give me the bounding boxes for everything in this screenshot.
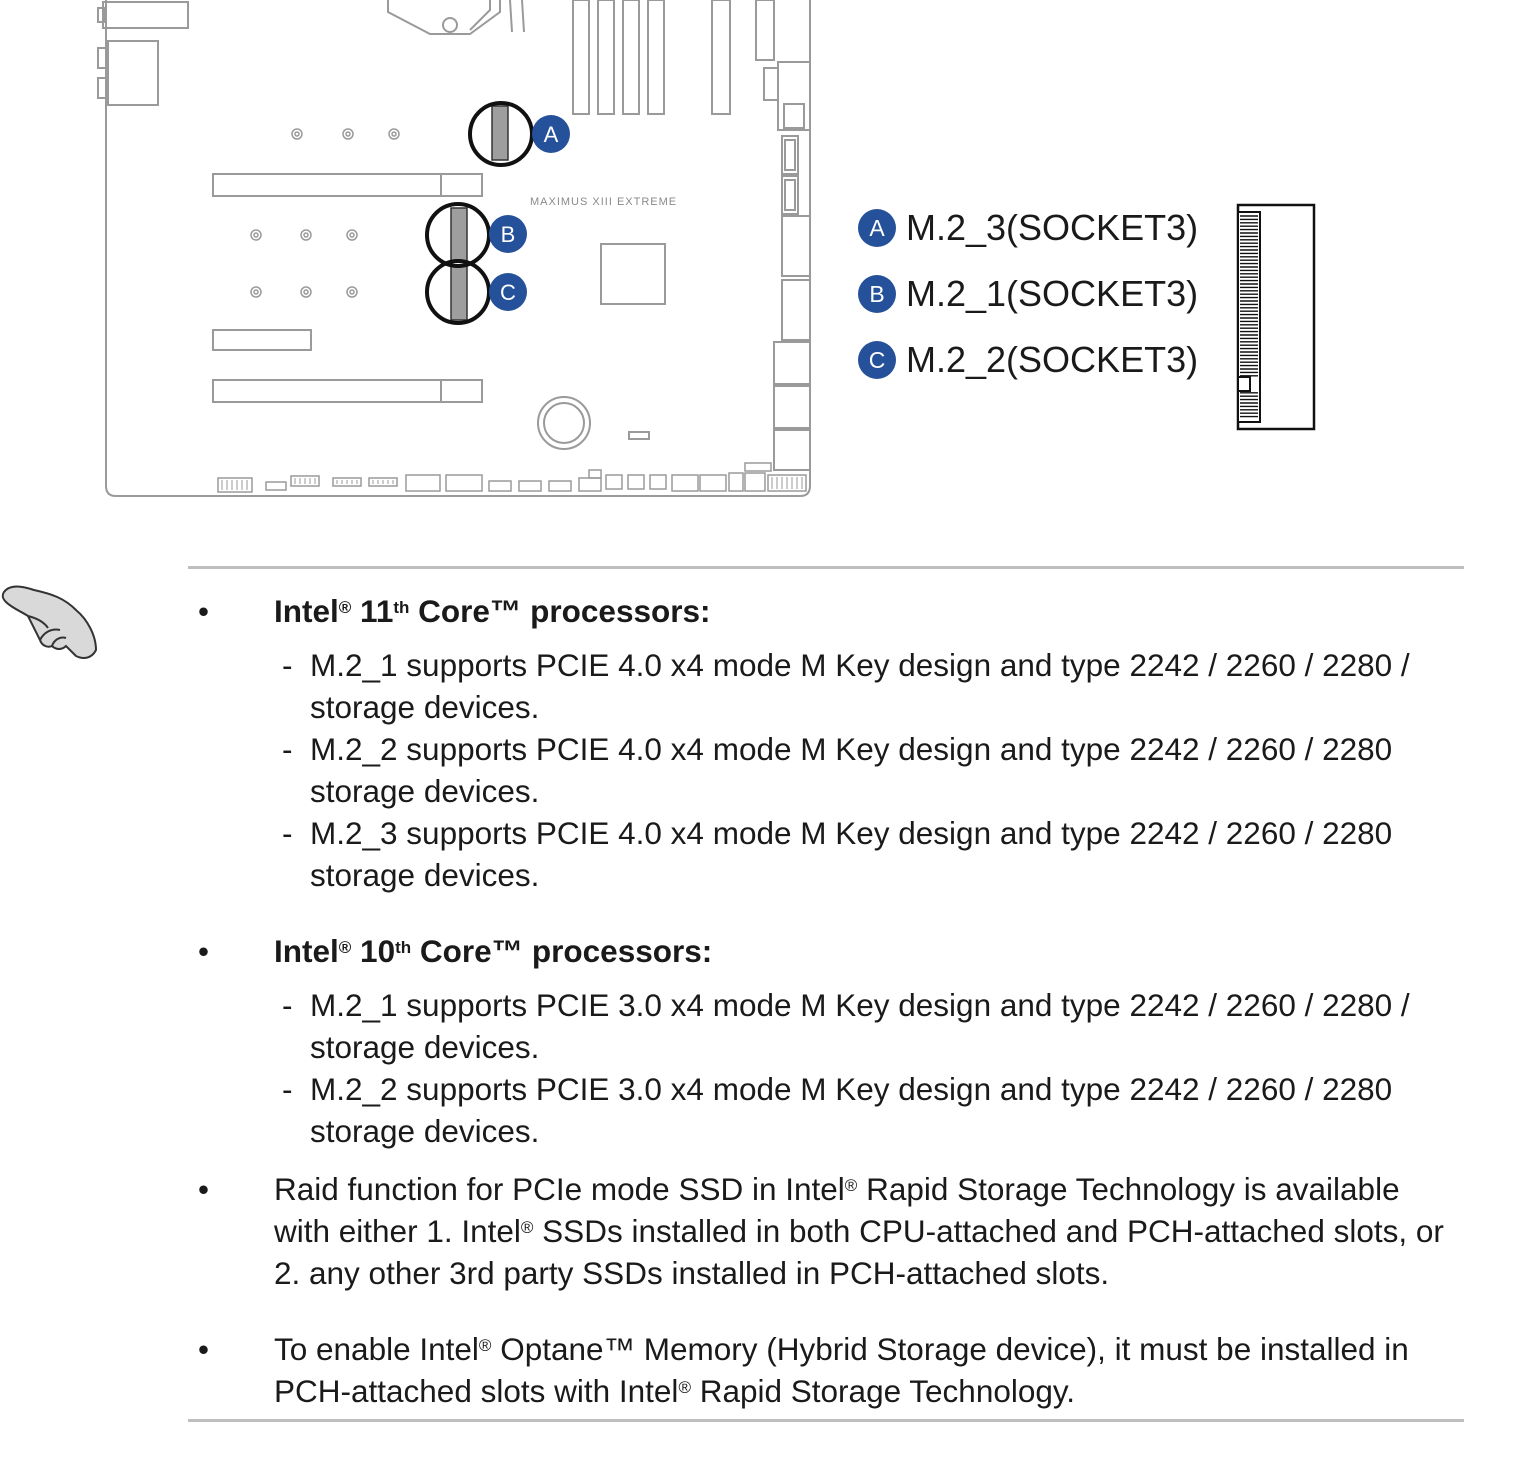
note-heading-10th: Intel® 10th Core™ processors: — [274, 933, 713, 969]
bullet-dot: • — [198, 1331, 210, 1367]
slot-b-highlight — [425, 202, 491, 268]
bullet-dot: • — [198, 593, 210, 629]
note-optane-text: To enable Intel® Optane™ Memory (Hybrid … — [274, 1331, 1409, 1409]
legend-badge-c: C — [858, 341, 896, 379]
sub-list-11th: -M.2_1 supports PCIE 4.0 x4 mode M Key d… — [274, 644, 1464, 896]
svg-text:C: C — [500, 280, 516, 305]
notes-list: • Intel® 11th Core™ processors: -M.2_1 s… — [198, 590, 1464, 1412]
slot-legend: A M.2_3(SOCKET3) B M.2_1(SOCKET3) C M.2_… — [858, 195, 1198, 393]
sub-item: -M.2_1 supports PCIE 4.0 x4 mode M Key d… — [282, 647, 1410, 725]
legend-item-b: B M.2_1(SOCKET3) — [858, 261, 1198, 327]
sub-item: -M.2_3 supports PCIE 4.0 x4 mode M Key d… — [282, 815, 1393, 893]
note-intel-10th: • Intel® 10th Core™ processors: -M.2_1 s… — [198, 930, 1464, 1152]
legend-badge-b: B — [858, 275, 896, 313]
note-raid-text: Raid function for PCIe mode SSD in Intel… — [274, 1171, 1444, 1291]
legend-badge-a: A — [858, 209, 896, 247]
svg-text:A: A — [544, 122, 559, 147]
callout-badge-c: C — [489, 273, 527, 311]
pointing-hand-icon — [1, 585, 98, 659]
note-optane: • To enable Intel® Optane™ Memory (Hybri… — [198, 1328, 1464, 1412]
legend-label-b: M.2_1(SOCKET3) — [906, 273, 1199, 314]
note-raid: • Raid function for PCIe mode SSD in Int… — [198, 1168, 1464, 1294]
callout-badge-a: A — [532, 115, 570, 153]
sub-item: -M.2_2 supports PCIE 3.0 x4 mode M Key d… — [282, 1071, 1393, 1149]
bottom-divider — [188, 1419, 1464, 1422]
bullet-dot: • — [198, 1171, 210, 1207]
callout-badge-b: B — [489, 215, 527, 253]
legend-label-a: M.2_3(SOCKET3) — [906, 207, 1199, 248]
board-name-label: MAXIMUS XIII EXTREME — [530, 196, 677, 208]
legend-item-c: C M.2_2(SOCKET3) — [858, 327, 1198, 393]
legend-label-c: M.2_2(SOCKET3) — [906, 339, 1199, 380]
sub-item: -M.2_2 supports PCIE 4.0 x4 mode M Key d… — [282, 731, 1393, 809]
legend-item-a: A M.2_3(SOCKET3) — [858, 195, 1198, 261]
bullet-dot: • — [198, 933, 210, 969]
top-divider — [188, 566, 1464, 569]
note-heading-11th: Intel® 11th Core™ processors: — [274, 593, 711, 629]
svg-text:B: B — [501, 222, 516, 247]
sub-list-10th: -M.2_1 supports PCIE 3.0 x4 mode M Key d… — [274, 984, 1464, 1152]
m2-connector-illustration — [1236, 203, 1316, 431]
motherboard-diagram: MAXIMUS XIII EXTREME A B C — [97, 0, 811, 497]
sub-item: -M.2_1 supports PCIE 3.0 x4 mode M Key d… — [282, 987, 1410, 1065]
note-intel-11th: • Intel® 11th Core™ processors: -M.2_1 s… — [198, 590, 1464, 896]
